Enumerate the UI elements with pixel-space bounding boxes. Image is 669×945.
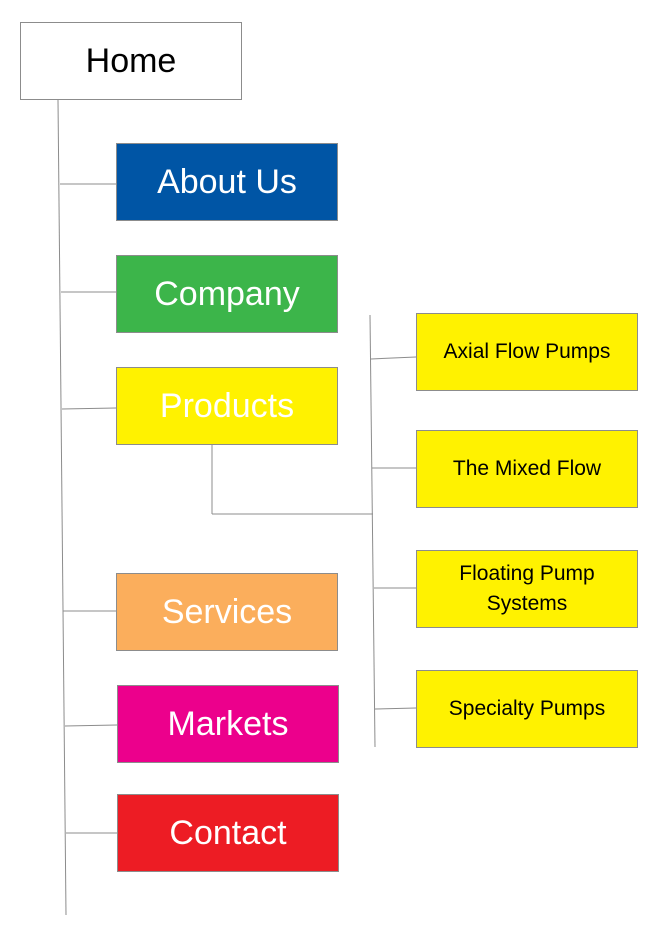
branch-markets — [64, 724, 118, 727]
branch-axial — [370, 356, 417, 360]
node-contact-label: Contact — [169, 813, 287, 852]
node-the-mixed-flow-label: The Mixed Flow — [452, 456, 602, 480]
node-markets-label: Markets — [167, 704, 289, 743]
node-about-us[interactable]: About Us — [116, 143, 338, 221]
node-company[interactable]: Company — [116, 255, 338, 333]
node-specialty-pumps-label: Specialty Pumps — [448, 696, 606, 720]
node-specialty-pumps[interactable]: Specialty Pumps — [416, 670, 638, 748]
node-floating-pump-systems-label: Floating Pump Systems — [459, 561, 595, 615]
trunk-line — [57, 99, 67, 916]
node-products-label: Products — [159, 386, 295, 425]
node-home[interactable]: Home — [20, 22, 242, 100]
node-the-mixed-flow[interactable]: The Mixed Flow — [416, 430, 638, 508]
node-services-label: Services — [161, 592, 293, 631]
sub-trunk — [369, 314, 376, 748]
node-markets[interactable]: Markets — [117, 685, 339, 763]
node-about-us-label: About Us — [157, 162, 297, 201]
branch-specialty — [374, 707, 417, 710]
branch-products — [61, 407, 117, 410]
node-company-label: Company — [154, 274, 300, 313]
node-axial-flow-pumps-label: Axial Flow Pumps — [443, 339, 611, 363]
node-products[interactable]: Products — [116, 367, 338, 445]
node-axial-flow-pumps[interactable]: Axial Flow Pumps — [416, 313, 638, 391]
node-services[interactable]: Services — [116, 573, 338, 651]
node-floating-pump-systems[interactable]: Floating Pump Systems — [416, 550, 638, 628]
node-home-label: Home — [85, 41, 177, 80]
node-contact[interactable]: Contact — [117, 794, 339, 872]
